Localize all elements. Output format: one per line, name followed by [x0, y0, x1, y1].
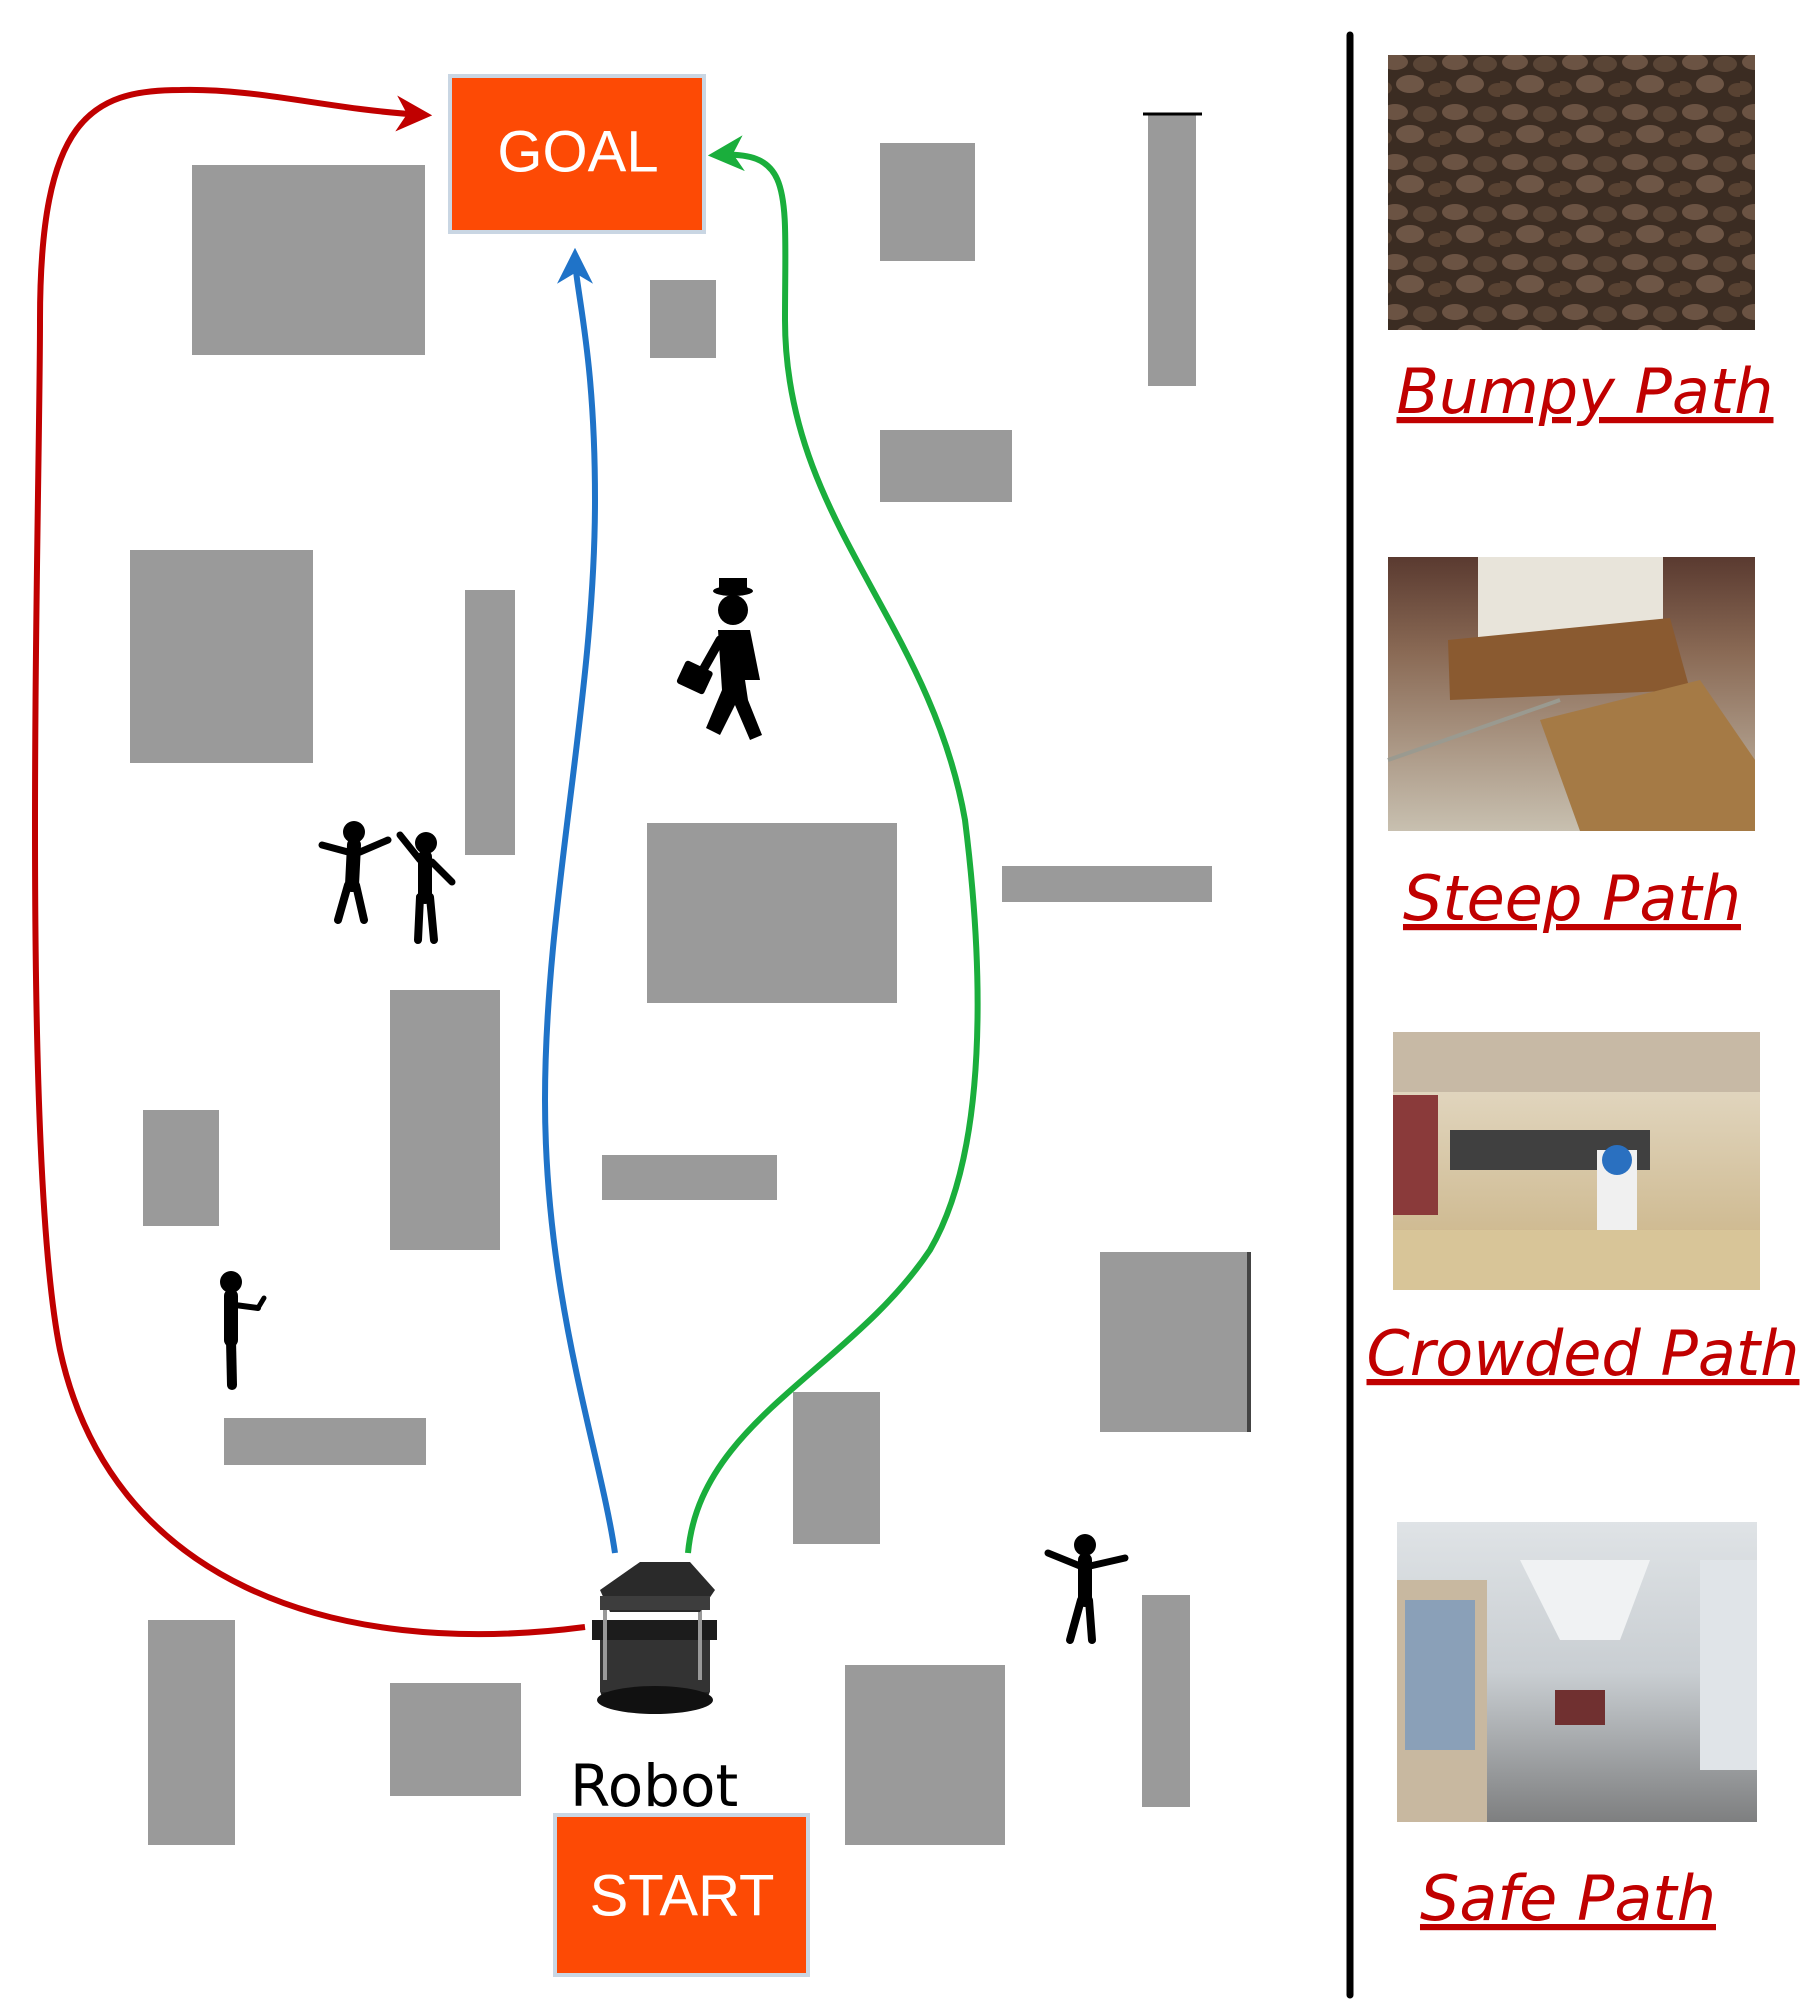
start-label: START: [590, 1863, 775, 1928]
person-with-phone-icon: [220, 1271, 267, 1390]
obstacle: [143, 1110, 219, 1226]
bumpy-path-photo: [1388, 55, 1755, 330]
obstacle: [602, 1155, 777, 1200]
red-path: [32, 86, 586, 1638]
start-box: START: [553, 1813, 810, 1977]
green-path: [685, 135, 981, 1554]
obstacle: [880, 143, 975, 261]
steep-path-photo: [1387, 557, 1755, 831]
legend-label-safe-path: Safe Path: [1420, 1862, 1716, 1935]
legend-label-crowded-path: Crowded Path: [1367, 1317, 1800, 1390]
obstacle: [390, 990, 500, 1250]
two-people-icon: [318, 821, 456, 944]
obstacle: [130, 550, 313, 763]
obstacle: [1100, 1252, 1250, 1432]
walking-businessman-icon: [676, 578, 762, 740]
person-arms-out-icon: [1044, 1534, 1129, 1644]
obstacle: [650, 280, 716, 358]
obstacle: [192, 165, 425, 355]
goal-label: GOAL: [497, 119, 658, 184]
obstacle: [1002, 866, 1212, 902]
safe-path-photo: [1397, 1522, 1757, 1822]
obstacle: [148, 1620, 235, 1845]
obstacle: [1142, 1595, 1190, 1807]
legend-label-bumpy-path: Bumpy Path: [1397, 355, 1774, 428]
obstacle: [465, 590, 515, 855]
obstacle: [647, 823, 897, 1003]
obstacle: [845, 1665, 1005, 1845]
obstacle: [880, 430, 1012, 502]
obstacle: [793, 1392, 880, 1544]
robot-label: Robot: [570, 1752, 738, 1820]
legend-label-steep-path: Steep Path: [1403, 862, 1741, 935]
goal-box: GOAL: [448, 74, 706, 234]
obstacle-edge: [1247, 1252, 1251, 1432]
obstacle: [1148, 115, 1196, 386]
obstacle: [390, 1683, 521, 1796]
blue-path: [541, 247, 618, 1554]
robot-icon: [592, 1562, 717, 1714]
obstacle: [224, 1418, 426, 1465]
crowded-path-photo: [1393, 1032, 1760, 1290]
obstacles: [130, 112, 1251, 1845]
